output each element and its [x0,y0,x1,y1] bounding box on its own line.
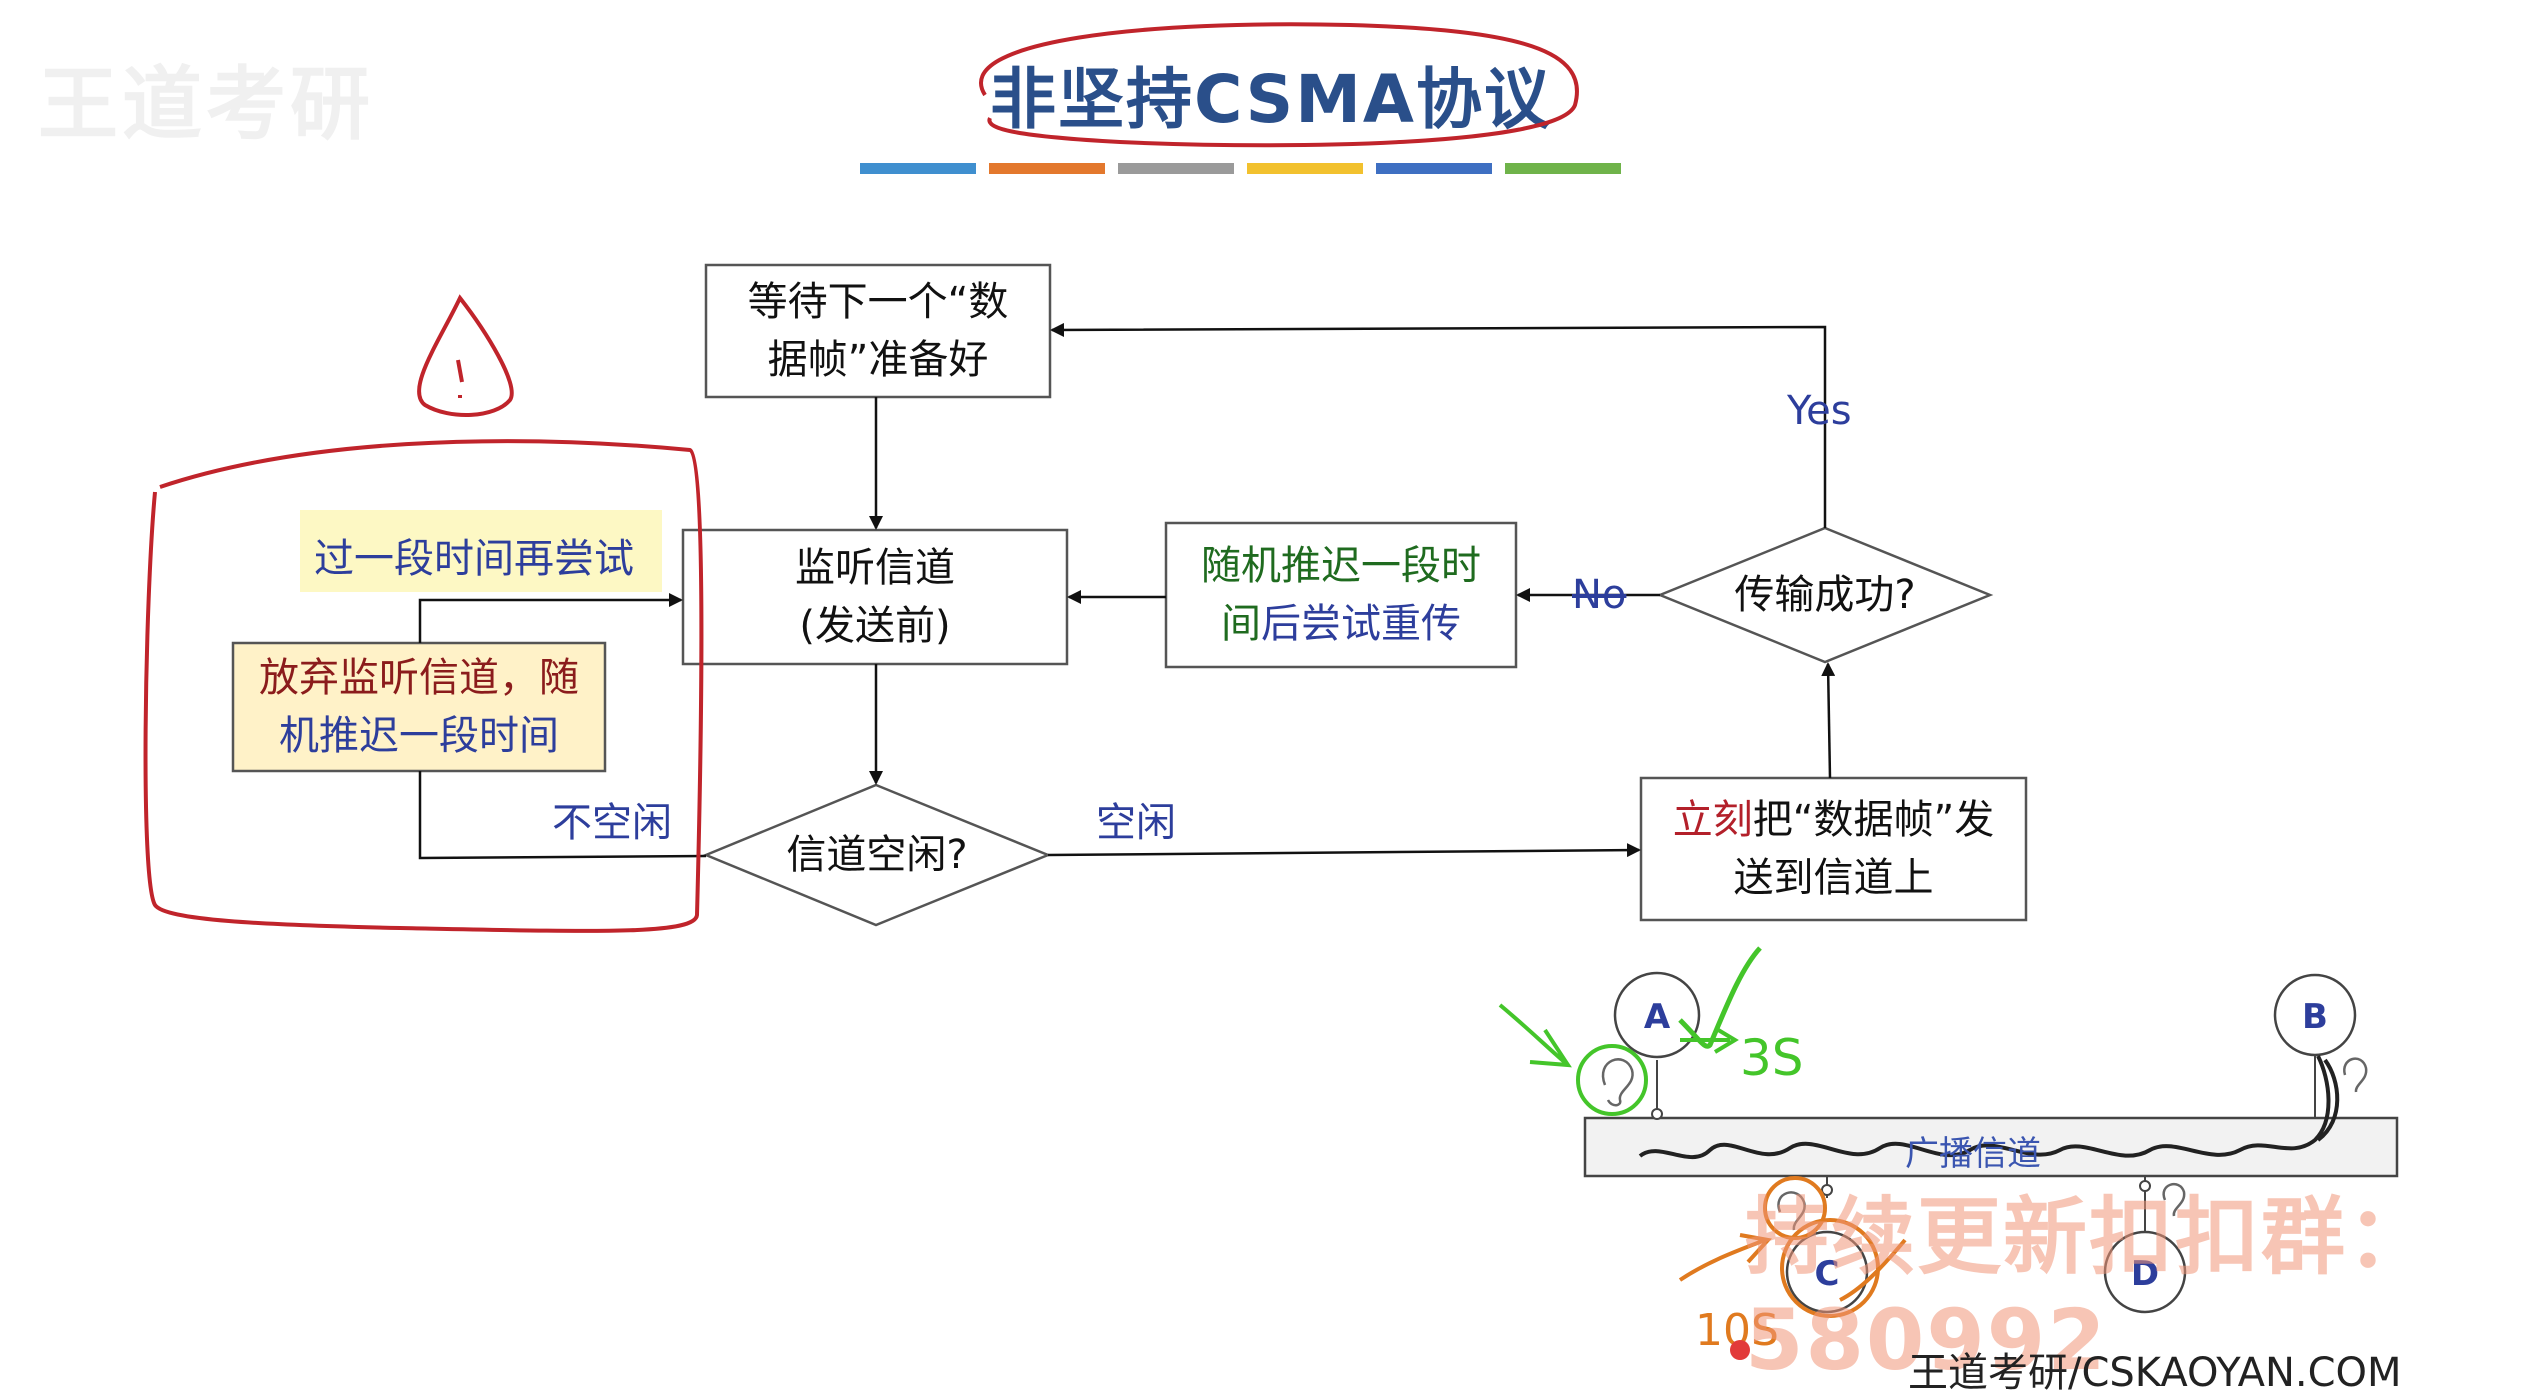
edge-label-retry: 过一段时间再尝试 [314,536,634,582]
success-check-text: 传输成功? [1734,572,1916,618]
edge-label-busy: 不空闲 [552,800,672,846]
station-c-label: C [1815,1254,1840,1294]
giveup-text-line-2: 机推迟一段时间 [279,713,559,759]
color-bar-3 [1118,163,1234,174]
green-arrow [1498,1003,1572,1068]
loop-highlight-box [143,439,704,933]
station-b-label: B [2302,997,2328,1037]
color-bar-4 [1247,163,1363,174]
footer-text: 王道考研/CSKAOYAN.COM [1908,1350,2402,1396]
send-text-line-2: 送到信道上 [1733,855,1934,901]
listen-box-text: 监听信道 (发送前) [683,530,1067,664]
color-bar-2 [989,163,1105,174]
backoff-box [1164,521,1518,669]
brand-logo: 王道考研 [38,58,374,151]
backoff-text-line-1: 随机推迟一段时 [1201,543,1481,589]
giveup-box-text: 放弃监听信道，随 机推迟一段时间 [233,643,605,771]
wait-box-text: 等待下一个“数 据帧”准备好 [706,265,1050,397]
edge-busy [418,771,707,860]
edge-idle-to-send [1047,843,1641,858]
success-check-diamond [1656,526,1994,664]
listen-text-line-2: (发送前) [799,603,951,649]
wait-box [704,263,1052,399]
station-c [1785,1230,1869,1314]
backoff-text-line-2: 间后尝试重传 [1221,601,1461,647]
send-text-line-1: 立刻把“数据帧”发 [1672,797,1995,843]
title-highlight-ellipse [979,22,1579,148]
edge-label-idle: 空闲 [1096,800,1176,846]
signal-scribble [1638,1055,2331,1160]
edge-label-yes: Yes [1787,388,1852,434]
edge-retry [418,593,683,643]
ear-icon [2162,1182,2186,1217]
giveup-text-line-1: 放弃监听信道，随 [259,655,579,701]
wait-text-line-2: 据帧”准备好 [767,337,989,383]
color-bar-5 [1376,163,1492,174]
ear-icon [1777,1191,1806,1231]
station-d [2103,1230,2187,1314]
station-a [1613,971,1701,1059]
annotation-a-text: 3S [1740,1029,1804,1087]
retry-label-bg [300,510,662,592]
listen-text-line-1: 监听信道 [795,545,955,591]
color-bar-1 [860,163,976,174]
color-bar-6 [1505,163,1621,174]
bus-channel-label: 广播信道 [1905,1134,2041,1174]
edge-send-to-success [1821,662,1836,779]
station-a-label: A [1644,997,1671,1037]
pointer-dot [1730,1340,1750,1360]
backoff-box-text: 随机推迟一段时 间后尝试重传 [1166,523,1516,667]
page-title: 非坚持CSMA协议 [990,61,1552,138]
green-circle [1576,1044,1648,1116]
send-box [1639,776,2028,922]
edge-success-yes [1050,322,1827,528]
idle-check-text: 信道空闲? [786,832,968,878]
idle-check-diamond [702,783,1052,927]
watermark-text: 持续更新扣扣群：580992 [1745,1188,2434,1389]
ear-icon [2343,1057,2368,1093]
station-b [2273,973,2357,1057]
edge-label-no: No [1572,572,1627,618]
station-d-label: D [2131,1254,2159,1294]
orange-arrow [1678,1233,1772,1282]
ear-icon [1601,1058,1634,1107]
warning-icon [417,294,514,417]
send-box-text: 立刻把“数据帧”发 送到信道上 [1641,778,2026,920]
wait-text-line-1: 等待下一个“数 [747,279,1009,325]
